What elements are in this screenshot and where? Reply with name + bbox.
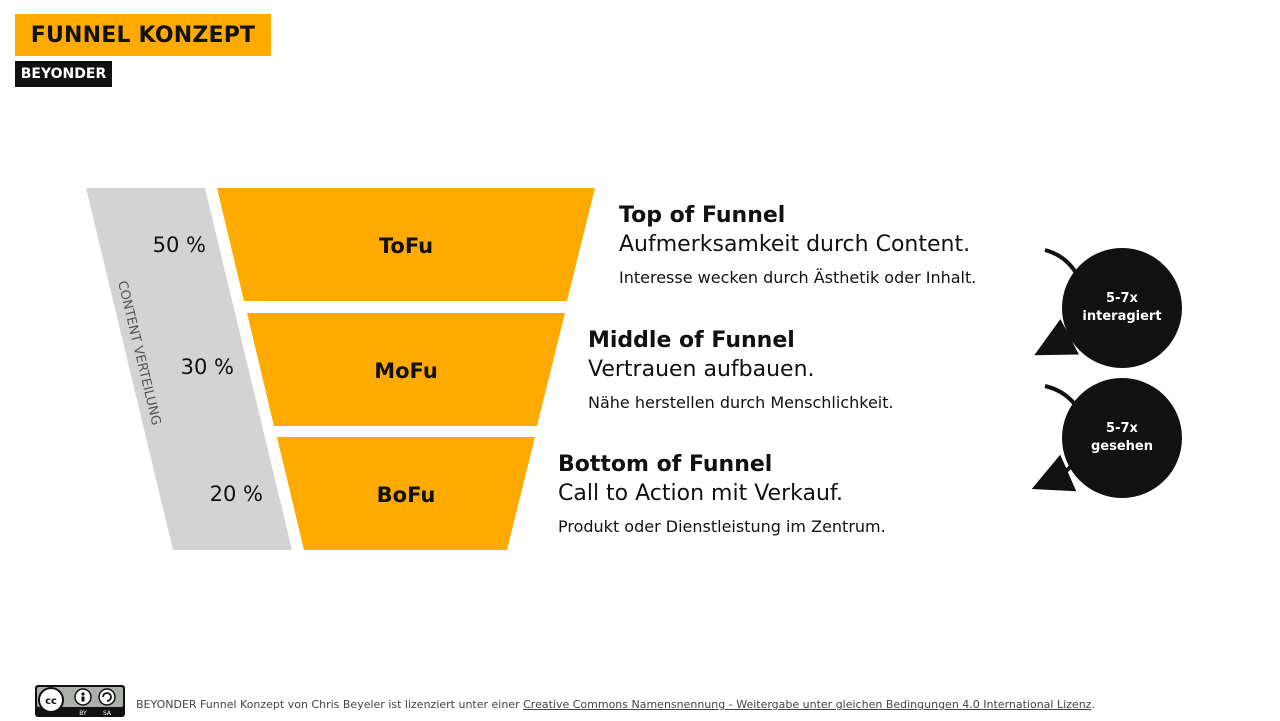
stage-title-mofu: Middle of Funnel	[588, 328, 795, 353]
percentage-tofu: 50 %	[153, 233, 206, 257]
svg-text:cc: cc	[45, 696, 57, 707]
cc-license-badge[interactable]: cc BY SA	[35, 685, 125, 717]
stage-abbr-tofu: ToFu	[379, 234, 433, 258]
stage-abbr-bofu: BoFu	[377, 483, 436, 507]
stage-title-bofu: Bottom of Funnel	[558, 452, 773, 477]
brand-logo: BEYONDER	[15, 61, 112, 87]
title-box: FUNNEL KONZEPT	[15, 14, 271, 56]
percentage-bofu: 20 %	[210, 482, 263, 506]
stage-subtitle-mofu: Vertrauen aufbauen.	[588, 357, 815, 382]
stage-abbr-mofu: MoFu	[374, 359, 438, 383]
stage-title-tofu: Top of Funnel	[619, 203, 786, 228]
footer-end: .	[1091, 698, 1095, 711]
license-link[interactable]: Creative Commons Namensnennung - Weiterg…	[523, 698, 1092, 711]
stage-subtitle-tofu: Aufmerksamkeit durch Content.	[619, 232, 971, 257]
page-title: FUNNEL KONZEPT	[30, 22, 256, 48]
cycle-label-interagiert: 5-7x interagiert	[1082, 291, 1162, 324]
stage-description-bofu: Produkt oder Dienstleistung im Zentrum.	[558, 517, 886, 536]
percentage-mofu: 30 %	[181, 355, 234, 379]
stage-description-mofu: Nähe herstellen durch Menschlichkeit.	[588, 393, 894, 412]
stage-subtitle-bofu: Call to Action mit Verkauf.	[558, 481, 844, 506]
badge-label-sa: SA	[103, 710, 112, 717]
share-alike-icon	[98, 688, 116, 706]
distribution-band	[86, 188, 292, 550]
cc-icon	[38, 687, 64, 713]
cc-badge-icons: cc BY SA	[37, 687, 123, 717]
footer-license: BEYONDER Funnel Konzept von Chris Beyele…	[136, 698, 1095, 711]
badge-label-by: BY	[79, 710, 87, 717]
funnel-stage-mofu	[247, 313, 565, 426]
funnel-stage-tofu	[217, 188, 595, 301]
funnel-stage-bofu	[277, 437, 535, 550]
cycle-label-gesehen: 5-7x gesehen	[1090, 421, 1153, 454]
cycle-circle-gesehen: 5-7x gesehen	[1062, 378, 1182, 498]
footer-text: BEYONDER Funnel Konzept von Chris Beyele…	[136, 698, 524, 711]
stage-description-tofu: Interesse wecken durch Ästhetik oder Inh…	[619, 268, 977, 287]
cycle-circle-interagiert: 5-7x interagiert	[1062, 248, 1182, 368]
